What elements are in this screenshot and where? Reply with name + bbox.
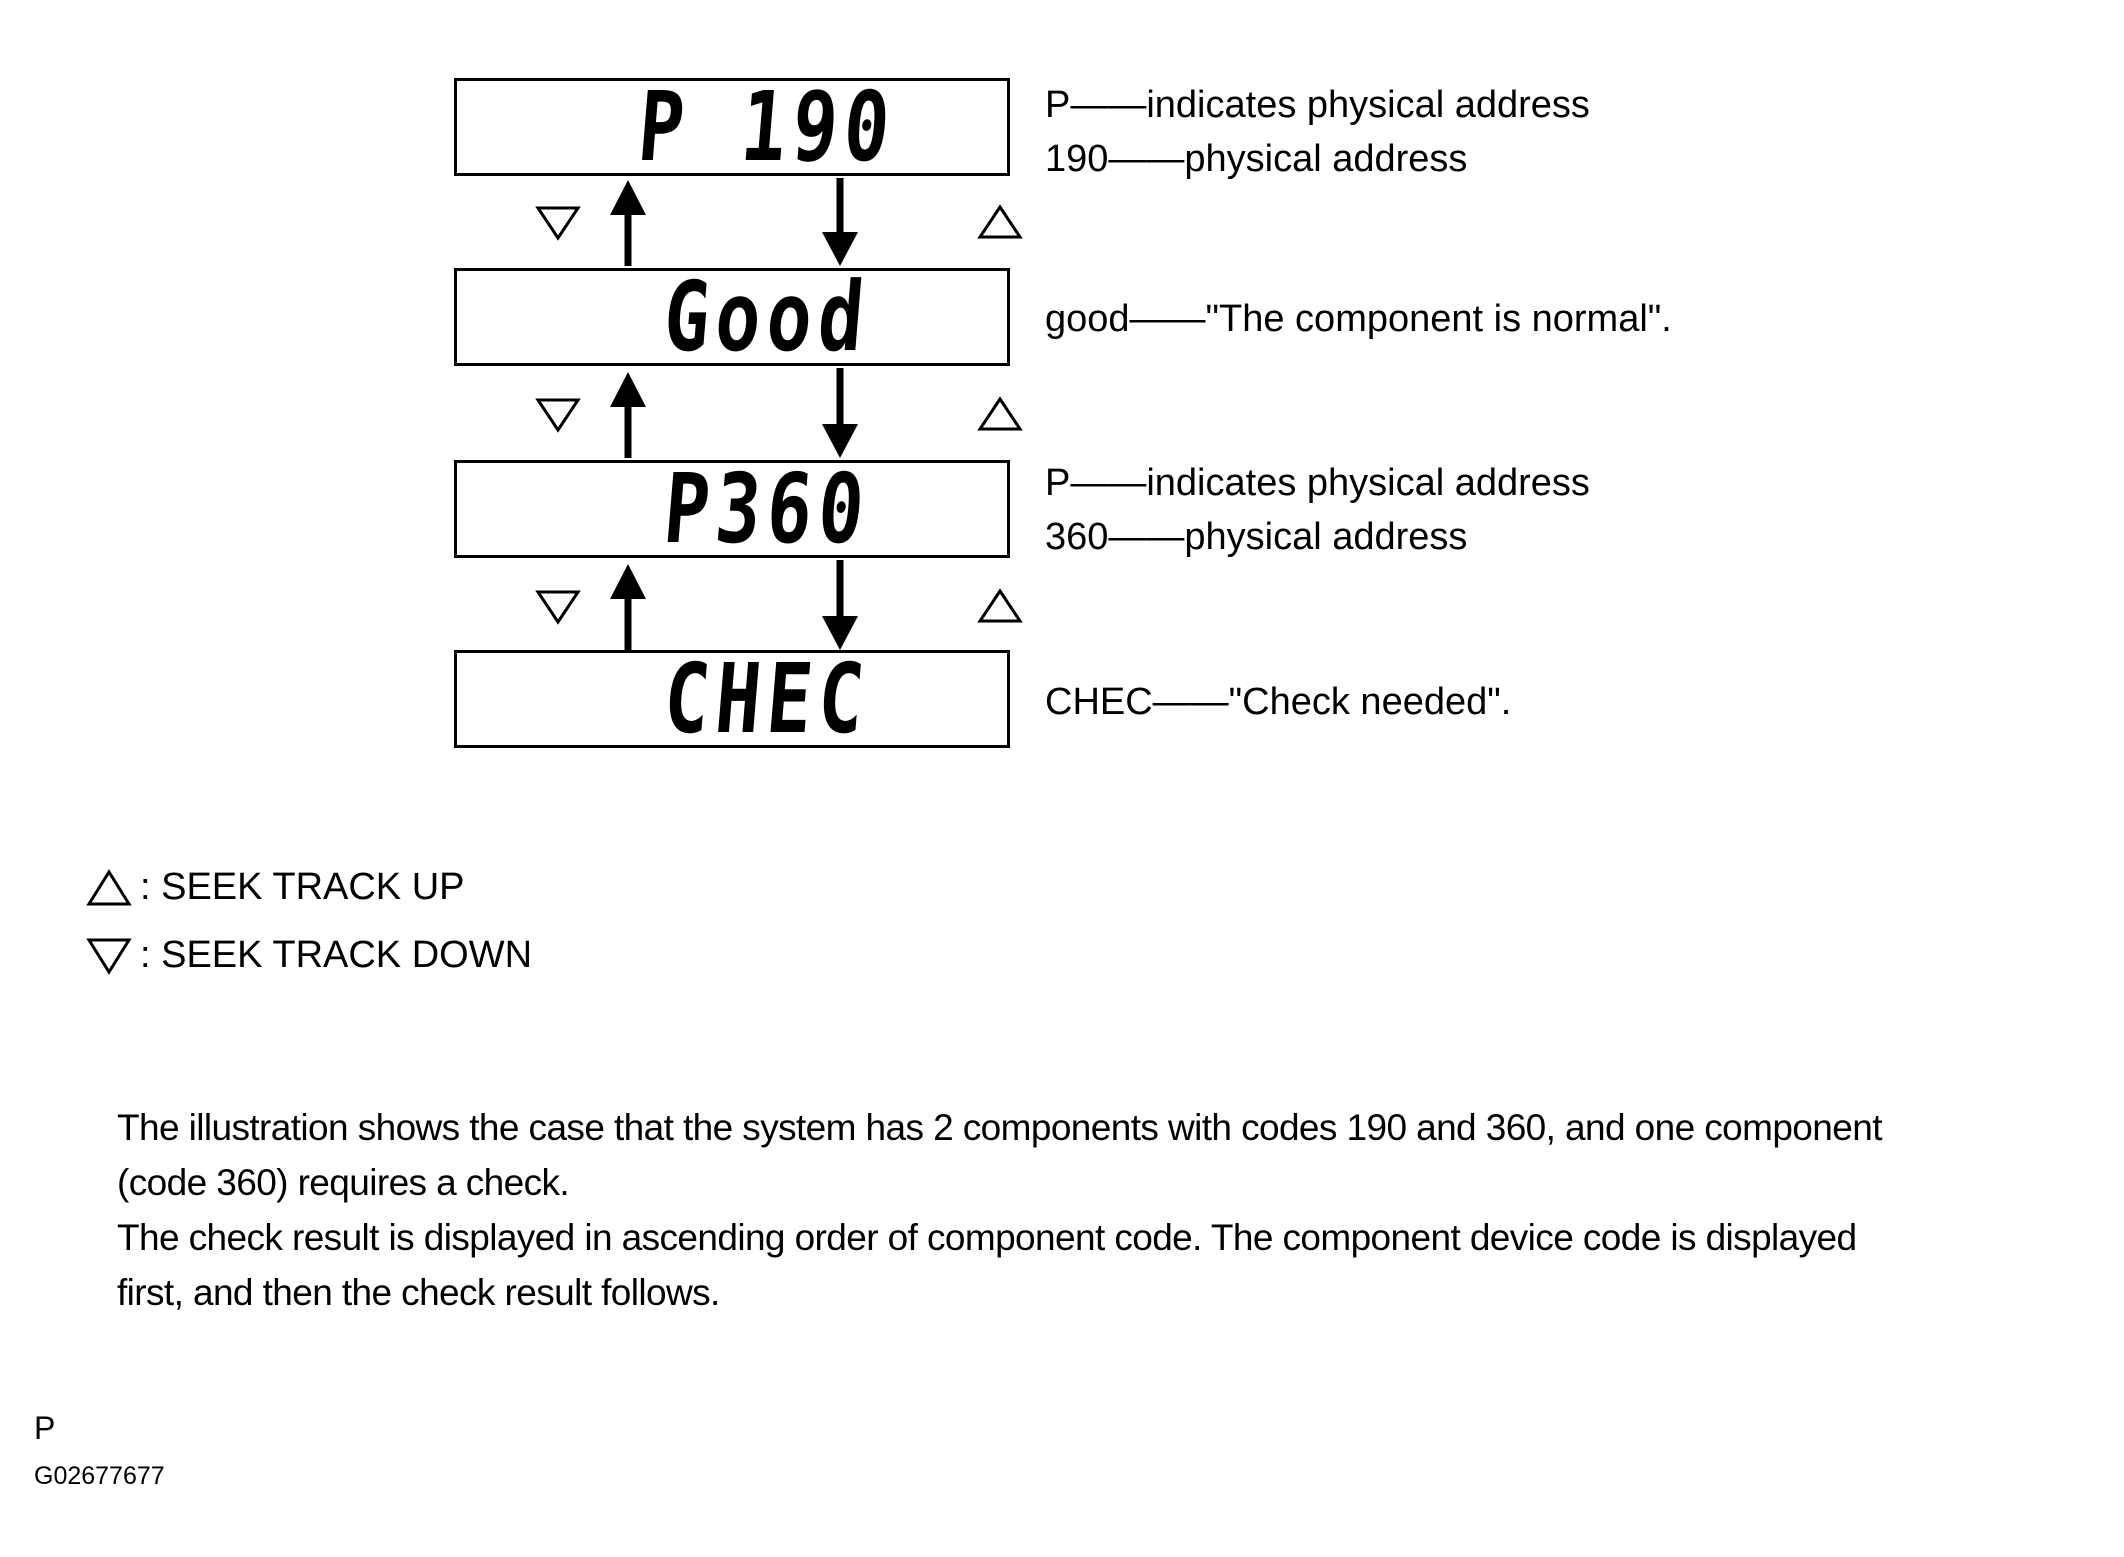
seek-down-triangle-icon bbox=[535, 398, 581, 433]
transition-group-1 bbox=[535, 178, 1023, 266]
up-arrowhead-icon bbox=[610, 180, 646, 215]
legend-seek-up: : SEEK TRACK UP bbox=[86, 866, 465, 909]
display-box-chec: CHEC bbox=[454, 643, 1010, 755]
seek-down-triangle-icon bbox=[535, 590, 581, 625]
description-p190: P——indicates physical address 190——physi… bbox=[1045, 78, 1590, 186]
down-arrowhead-icon bbox=[822, 616, 858, 650]
display-box-good: Good bbox=[454, 261, 1010, 373]
transition-group-2 bbox=[535, 368, 1023, 458]
down-arrowhead-icon bbox=[822, 232, 858, 266]
display-box-p190: P 190 bbox=[454, 71, 1010, 183]
seek-down-triangle-icon bbox=[535, 206, 581, 241]
transition-group-3 bbox=[535, 560, 1023, 650]
seek-down-triangle-icon bbox=[86, 938, 132, 975]
footer-letter: P bbox=[34, 1410, 56, 1446]
figure-id: G02677677 bbox=[34, 1462, 165, 1490]
description-good: good——"The component is normal". bbox=[1045, 292, 1672, 346]
paragraph-line: (code 360) requires a check. bbox=[117, 1162, 570, 1203]
legend-seek-down: : SEEK TRACK DOWN bbox=[86, 934, 532, 977]
description-line: 360——physical address bbox=[1045, 516, 1468, 558]
legend-label: : SEEK TRACK DOWN bbox=[140, 934, 533, 976]
paragraph-line: The check result is displayed in ascendi… bbox=[117, 1217, 1857, 1258]
seek-up-triangle-icon bbox=[977, 204, 1023, 239]
description-line: good——"The component is normal". bbox=[1045, 298, 1672, 340]
description-line: P——indicates physical address bbox=[1045, 462, 1590, 504]
seek-up-triangle-icon bbox=[977, 588, 1023, 623]
up-arrowhead-icon bbox=[610, 564, 646, 599]
seek-up-triangle-icon bbox=[86, 868, 132, 905]
explanation-paragraph: The illustration shows the case that the… bbox=[117, 1100, 2107, 1320]
description-line: P——indicates physical address bbox=[1045, 84, 1590, 126]
down-arrowhead-icon bbox=[822, 424, 858, 458]
seek-up-triangle-icon bbox=[977, 396, 1023, 431]
paragraph-line: The illustration shows the case that the… bbox=[117, 1107, 1883, 1148]
legend-label: : SEEK TRACK UP bbox=[140, 866, 465, 908]
up-arrowhead-icon bbox=[610, 372, 646, 407]
description-line: 190——physical address bbox=[1045, 138, 1468, 180]
display-box-p360: P360 bbox=[454, 453, 1010, 565]
description-chec: CHEC——"Check needed". bbox=[1045, 675, 1511, 729]
description-line: CHEC——"Check needed". bbox=[1045, 681, 1512, 723]
paragraph-line: first, and then the check result follows… bbox=[117, 1272, 720, 1313]
description-p360: P——indicates physical address 360——physi… bbox=[1045, 456, 1590, 564]
